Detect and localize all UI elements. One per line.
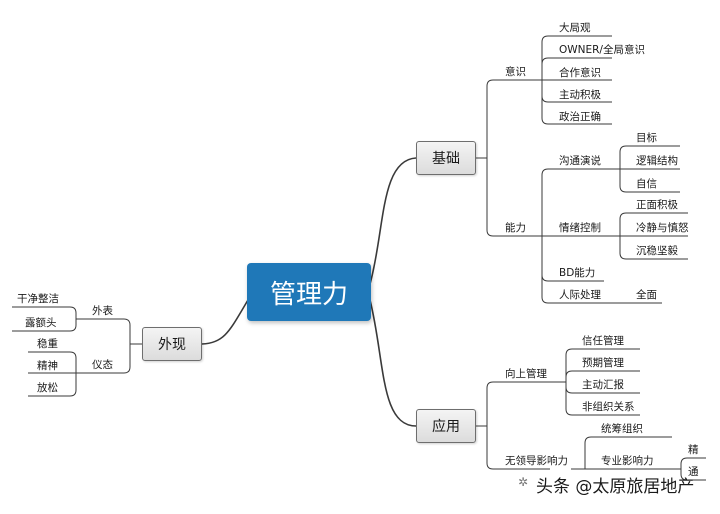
- label-lue: 露额头: [25, 317, 57, 329]
- label-ganjing: 干净整洁: [17, 293, 59, 305]
- connector-23: [550, 348, 640, 383]
- label-yitai: 仪态: [92, 359, 113, 371]
- connector-1: [369, 299, 417, 427]
- label-tong: 通: [688, 466, 699, 478]
- label-chenwen: 沉稳坚毅: [636, 245, 678, 257]
- connector-22: [476, 425, 550, 470]
- label-hezuo: 合作意识: [559, 67, 601, 79]
- label-luoji: 逻辑结构: [636, 155, 678, 167]
- label-yuqi: 预期管理: [582, 357, 624, 369]
- label-fangsong: 放松: [37, 382, 58, 394]
- label-feizuzhi: 非组织关系: [582, 401, 635, 413]
- connector-4: [476, 157, 527, 237]
- label-quanmian: 全面: [636, 289, 657, 301]
- connector-34: [12, 318, 86, 332]
- label-lengjing: 冷静与慎怒: [636, 222, 689, 234]
- connector-21: [476, 381, 550, 427]
- label-zhengmian: 正面积极: [636, 199, 678, 211]
- connector-6: [527, 57, 612, 81]
- connector-17: [604, 212, 688, 237]
- connector-14: [604, 145, 680, 170]
- label-renji: 人际处理: [559, 289, 601, 301]
- connector-35: [28, 351, 86, 374]
- label-wuling: 无领导影响力: [505, 455, 568, 467]
- label-zhuanye: 专业影响力: [601, 455, 654, 467]
- connector-19: [604, 235, 688, 260]
- label-xinren: 信任管理: [582, 335, 624, 347]
- node-waixian[interactable]: 外现: [142, 327, 202, 361]
- connector-9: [527, 79, 612, 125]
- label-nengli: 能力: [505, 222, 526, 234]
- node-yingyong[interactable]: 应用: [416, 409, 476, 443]
- label-owner: OWNER/全局意识: [559, 44, 645, 56]
- connector-13: [527, 235, 604, 304]
- label-wenzhong: 稳重: [37, 338, 58, 350]
- label-zhudong: 主动积极: [559, 89, 601, 101]
- connector-37: [28, 372, 86, 397]
- connector-29: [672, 457, 706, 470]
- node-jichu[interactable]: 基础: [416, 141, 476, 175]
- label-yishi: 意识: [505, 66, 526, 78]
- watermark: 头条 @太原旅居地产: [536, 477, 695, 497]
- label-huibao: 主动汇报: [582, 379, 624, 391]
- watermark-icon: ✲: [518, 475, 529, 489]
- label-bd: BD能力: [559, 267, 596, 279]
- connector-30: [672, 468, 706, 481]
- connector-31: [86, 318, 142, 345]
- label-jingshen: 精神: [37, 360, 58, 372]
- connector-32: [86, 343, 142, 374]
- label-zixin: 自信: [636, 178, 657, 190]
- label-tongchou: 统筹组织: [601, 423, 643, 435]
- label-jing: 精: [688, 444, 699, 456]
- label-xiangshang: 向上管理: [505, 368, 547, 380]
- label-goutong: 沟通演说: [559, 155, 601, 167]
- label-qingxu: 情绪控制: [559, 222, 601, 234]
- connector-26: [550, 381, 640, 416]
- label-waibiao: 外表: [92, 305, 113, 317]
- connector-3: [476, 79, 527, 159]
- connector-5: [527, 35, 612, 81]
- connector-33: [12, 306, 86, 320]
- connector-2: [201, 299, 249, 345]
- label-daju: 大局观: [559, 22, 591, 34]
- connector-16: [604, 168, 680, 193]
- connector-24: [550, 370, 640, 383]
- connector-10: [527, 168, 604, 237]
- connector-27: [571, 436, 672, 470]
- root-node[interactable]: 管理力: [247, 263, 371, 321]
- connector-0: [369, 157, 417, 285]
- label-mubiao: 目标: [636, 132, 657, 144]
- label-zhengzhi: 政治正确: [559, 111, 601, 123]
